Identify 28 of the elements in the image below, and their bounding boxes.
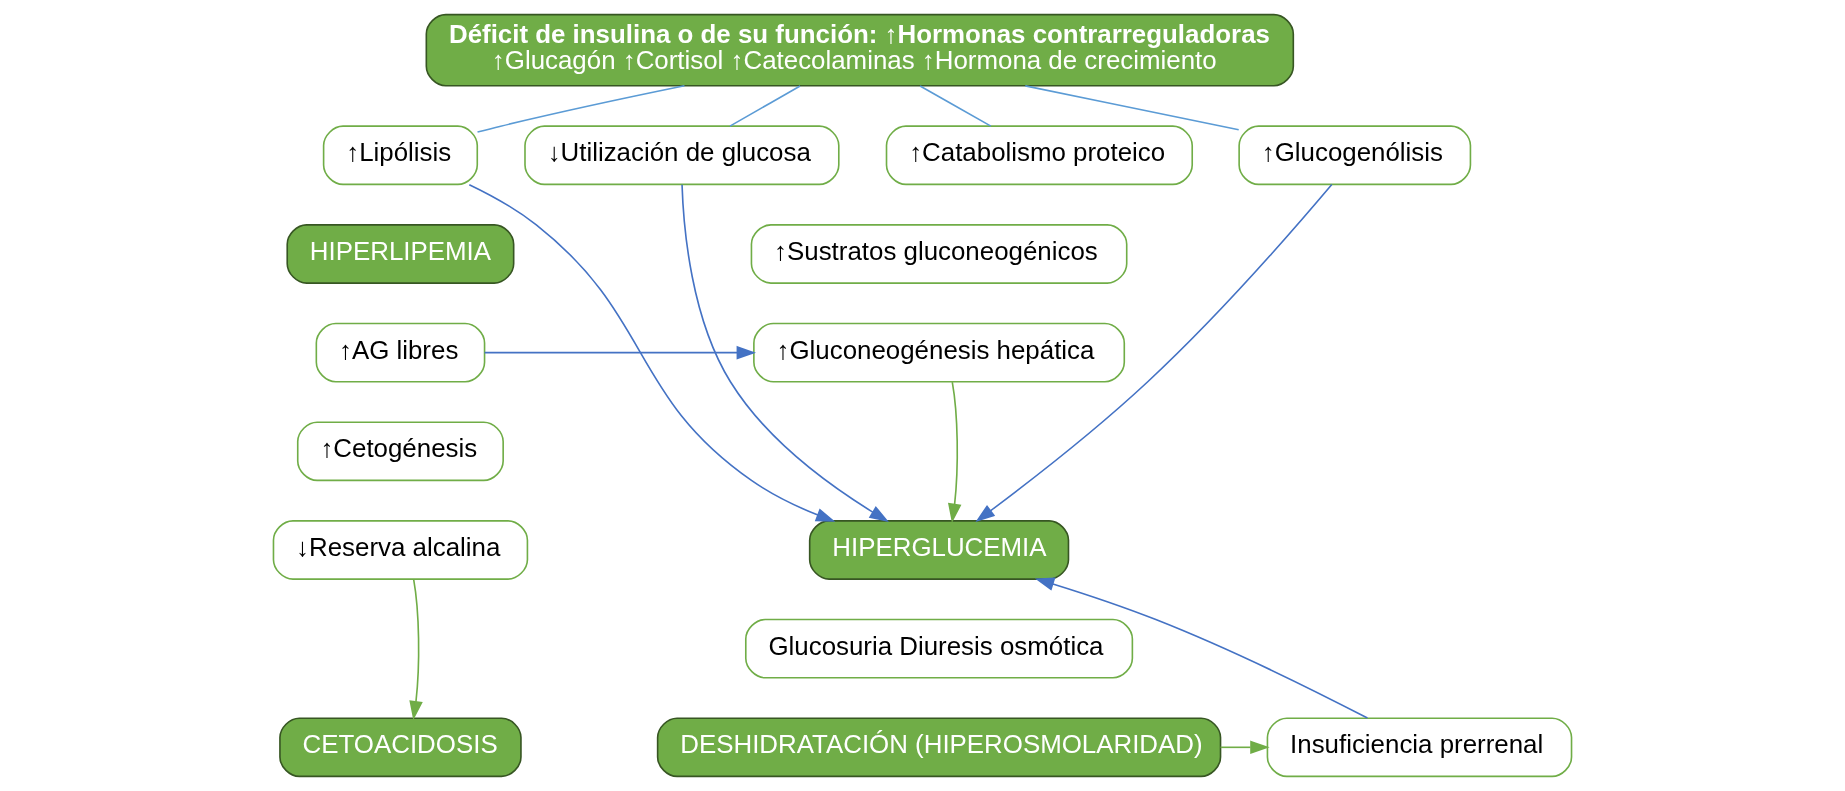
node-box: ↑Gluconeogénesis hepática	[753, 322, 1126, 383]
connector	[919, 85, 992, 127]
node-box: ↑Cetogénesis	[296, 421, 504, 482]
arrow	[468, 183, 836, 522]
node-box: ↑AG libres	[315, 322, 486, 383]
arrow	[947, 381, 962, 524]
node-box: ↓Reserva alcalina	[272, 520, 529, 580]
connector	[476, 85, 686, 133]
node-box: Insuficiencia prerrenal	[1266, 717, 1573, 778]
arrow	[975, 183, 1333, 522]
node-box: ↑Lipólisis	[322, 125, 479, 186]
arrow	[483, 345, 757, 360]
arrow	[1219, 740, 1270, 755]
node-box: ↑Sustratos gluconeogénicos	[750, 224, 1128, 284]
connector	[1024, 85, 1240, 131]
arrow	[1034, 577, 1369, 719]
node-box: Déficit de insulina o de su función: ↑Hormonas contrarreguladoras ↑Glucagón ↑Cortisol ↑Catecolaminas ↑Hormona de crecimiento	[425, 13, 1295, 87]
node-box: HIPERGLUCEMIA	[808, 520, 1070, 580]
node-box: DESHIDRATACIÓN (HIPEROSMOLARIDAD)	[656, 717, 1222, 778]
node-box: HIPERLIPEMIA	[286, 224, 515, 284]
arrow	[681, 183, 889, 522]
node-box: ↑Glucogenólisis	[1238, 125, 1472, 186]
node-box: CETOACIDOSIS	[279, 717, 522, 778]
connector	[729, 85, 801, 127]
arrow	[409, 578, 423, 721]
node-box: ↓Utilización de glucosa	[524, 125, 840, 186]
node-box: ↑Catabolismo proteico	[885, 125, 1194, 186]
node-box: Glucosuria Diuresis osmótica	[745, 618, 1134, 679]
